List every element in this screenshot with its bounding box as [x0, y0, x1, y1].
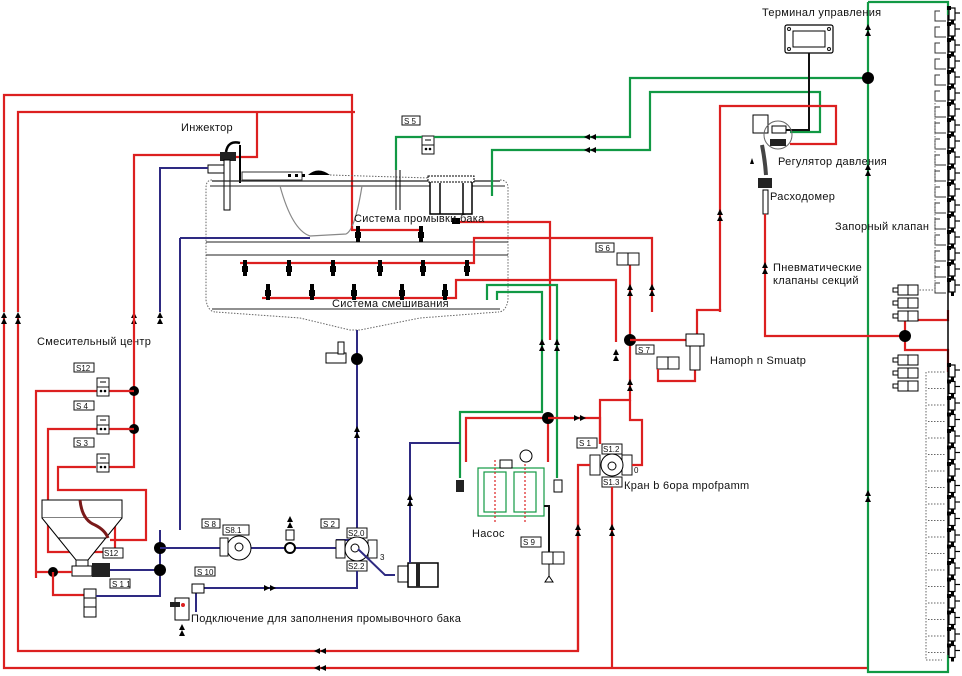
svg-text:S2.2: S2.2: [348, 562, 365, 571]
boom-valve-icon: [946, 626, 961, 646]
boom-valve-icon: [946, 5, 961, 25]
fill-connection: Подключение для заполнения промывочного …: [170, 597, 462, 636]
boom-valve-icon: [946, 149, 961, 169]
pressure-filter: S 6 S 7 Hamoph n Smuatp: [595, 242, 806, 444]
boom-valve-icon: [946, 53, 961, 73]
return-line-outer: [1, 93, 868, 671]
boom-valve-icon: [946, 411, 961, 432]
svg-text:3: 3: [380, 553, 385, 562]
boom-valve-icon: [946, 494, 961, 514]
boom-valve-icon: [946, 395, 961, 415]
svg-text:S12: S12: [76, 364, 91, 373]
mixing-center: Смесительный центр S12 S 4 S 3 S12 S 1 1: [34, 312, 166, 618]
boom-section-valves: [892, 5, 961, 663]
fill-connection-label: Подключение для заполнения промывочного …: [191, 613, 462, 625]
pump: Насос: [456, 412, 602, 552]
svg-text:S 7: S 7: [638, 346, 651, 355]
suction-selector: S 8 S8.1 S 2 S2.0 S2.2 S 10 3: [160, 442, 460, 612]
boom-valve-icon: [946, 21, 961, 41]
shutoff-valve-label: Запорный клапан: [835, 221, 929, 233]
boom-valve-icon: [946, 101, 961, 121]
svg-text:S 9: S 9: [523, 538, 536, 547]
section-valves-line: Пневматические клапаны секций Запорный к…: [762, 214, 950, 372]
boom-valve-icon: [946, 543, 961, 564]
boom-valve-icon: [946, 69, 961, 89]
svg-text:S 3: S 3: [76, 439, 89, 448]
pneumatic-valves-label-1: Пневматические: [773, 262, 862, 274]
svg-text:S 2: S 2: [323, 520, 336, 529]
program-valve-label: Кран b 6opa mpofpamm: [624, 480, 750, 492]
boom-valve-icon: [946, 37, 961, 57]
boom-valve-icon: [946, 510, 961, 531]
svg-text:S 1: S 1: [579, 439, 592, 448]
svg-text:0: 0: [634, 466, 639, 475]
boom-valve-icon: [946, 461, 961, 481]
mixing-center-label: Смесительный центр: [37, 336, 151, 348]
boom-valve-icon: [946, 609, 961, 630]
boom-valve-icon: [946, 428, 961, 448]
boom-valve-icon: [946, 245, 961, 265]
boom-valve-icon: [946, 85, 961, 105]
flowmeter-label: Расходомер: [770, 191, 835, 203]
svg-text:S8.1: S8.1: [225, 526, 242, 535]
boom-valve-icon: [946, 593, 961, 613]
tank-outlet: [325, 330, 363, 541]
svg-text:S1.3: S1.3: [603, 478, 620, 487]
boom-valve-icon: [946, 181, 961, 201]
mixing-system: Система смешивания: [240, 236, 654, 342]
boom-valve-icon: [946, 576, 961, 597]
boom-valve-icon: [946, 261, 961, 281]
svg-text:S 5: S 5: [404, 117, 417, 126]
injector-label: Инжектор: [181, 122, 233, 134]
valve-s9: S 9: [520, 536, 565, 583]
boom-valve-icon: [946, 197, 961, 217]
main-tank: [179, 170, 509, 530]
mixing-label: Система смешивания: [332, 298, 449, 310]
svg-text:S1.2: S1.2: [603, 445, 620, 454]
pneumatic-valves-label-2: клапаны секций: [773, 275, 859, 287]
svg-text:S2.0: S2.0: [348, 529, 365, 538]
control-terminal: Терминал управления: [762, 7, 881, 131]
svg-text:S 6: S 6: [598, 244, 611, 253]
boom-valve-icon: [946, 560, 961, 580]
boom-valve-icon: [946, 229, 961, 249]
svg-text:S 10: S 10: [197, 568, 214, 577]
boom-valve-icon: [946, 277, 961, 297]
tank-rinse-system: Система промывки бака: [350, 213, 552, 340]
boom-valve-icon: [946, 117, 961, 137]
boom-valve-icon: [946, 133, 961, 153]
boom-valve-icon: [946, 477, 961, 498]
svg-text:S 1 1: S 1 1: [112, 580, 131, 589]
svg-text:S 4: S 4: [76, 402, 89, 411]
program-selector-valve: S 1 S1.2 S1.3 0 Кран b 6opa mpofpamm: [575, 400, 750, 668]
injector-suction-line: [159, 167, 208, 312]
regulator-label: Регулятор давления: [778, 156, 887, 168]
pump-label: Насос: [472, 528, 505, 540]
terminal-label: Терминал управления: [762, 7, 881, 19]
svg-text:S 8: S 8: [204, 520, 217, 529]
boom-valve-icon: [946, 444, 961, 465]
valve-s5: S 5: [401, 115, 435, 155]
boom-valve-icon: [946, 378, 961, 399]
filter-label: Hamoph n Smuatp: [710, 355, 806, 367]
tank-rinse-label: Система промывки бака: [354, 213, 485, 225]
boom-valve-icon: [946, 527, 961, 547]
injector: Инжектор: [131, 112, 259, 324]
boom-valve-icon: [946, 213, 961, 233]
boom-valve-icon: [946, 165, 961, 185]
svg-text:S12: S12: [104, 549, 119, 558]
boom-valve-icon: [946, 362, 961, 382]
